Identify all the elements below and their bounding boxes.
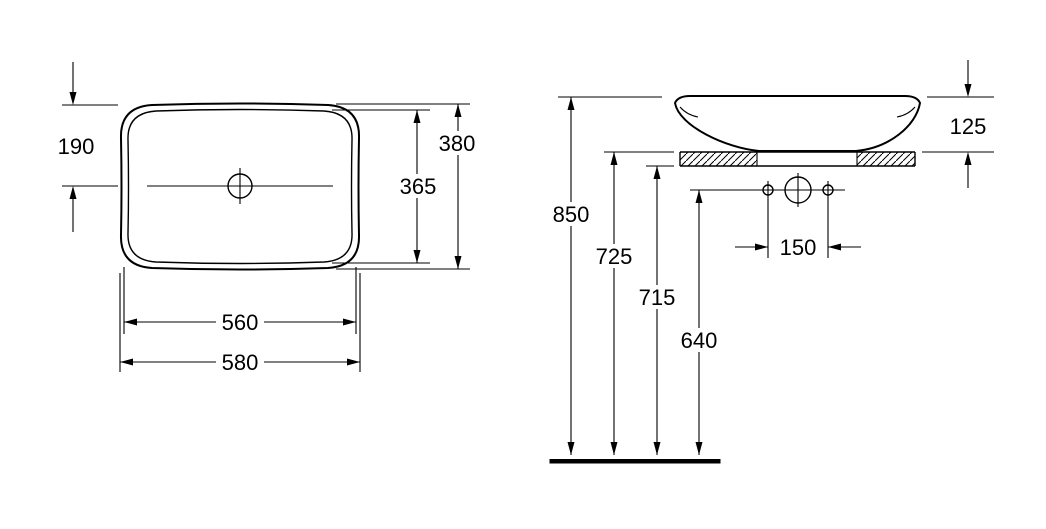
front-view: 850 725 715 640 — [547, 60, 994, 464]
drain-icon — [147, 168, 333, 204]
dimension-640: 640 — [675, 190, 723, 455]
dimension-560: 560 — [123, 267, 357, 335]
dim-715-label: 715 — [639, 285, 676, 310]
dim-640-label: 640 — [681, 328, 718, 353]
dimension-580: 580 — [119, 273, 361, 375]
tap-holes — [690, 173, 845, 207]
dim-190-label: 190 — [58, 134, 95, 159]
dimension-125: 125 — [922, 60, 994, 188]
dim-380-label: 380 — [439, 131, 476, 156]
dim-725-label: 725 — [596, 244, 633, 269]
dimension-850: 850 — [547, 96, 662, 455]
dim-150-label: 150 — [780, 235, 817, 260]
basin-top-outline — [119, 102, 361, 271]
dimension-715: 715 — [633, 165, 681, 455]
dimension-150: 150 — [735, 199, 861, 260]
dimension-190: 190 — [58, 62, 118, 232]
dim-125-label: 125 — [950, 114, 987, 139]
dim-560-label: 560 — [222, 310, 259, 335]
countertop-section — [679, 151, 916, 167]
dimension-365: 365 — [332, 109, 442, 264]
dim-850-label: 850 — [553, 202, 590, 227]
dim-580-label: 580 — [222, 350, 259, 375]
top-view: 190 380 365 — [58, 62, 481, 375]
floor-marks — [549, 459, 721, 464]
basin-front-outline — [673, 95, 922, 152]
dimension-725: 725 — [590, 151, 674, 455]
dim-365-label: 365 — [400, 174, 437, 199]
dimension-380: 380 — [336, 103, 481, 270]
